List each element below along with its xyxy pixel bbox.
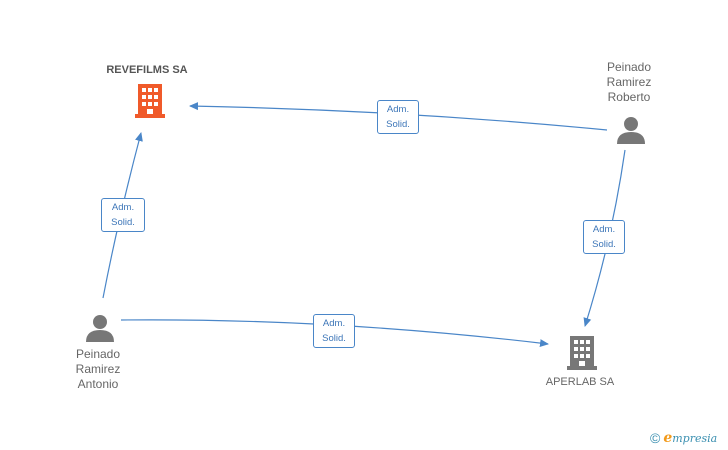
name-line: Ramirez	[75, 362, 121, 376]
name-line: Antonio	[77, 377, 119, 391]
brand-logo: empresia	[663, 430, 717, 446]
edge-label-line: Adm.	[386, 104, 410, 115]
edge-label-line: Adm.	[322, 318, 346, 329]
node-label-revefilms[interactable]: REVEFILMS SA	[106, 64, 188, 76]
edge-label-line: Solid.	[386, 119, 410, 130]
edge-label-line: Solid.	[111, 217, 135, 228]
edge-label-roberto-revefilms[interactable]: Adm. Solid.	[377, 100, 419, 134]
building-icon[interactable]	[567, 336, 597, 370]
edge-label-line: Solid.	[592, 239, 616, 250]
node-label-aperlab[interactable]: APERLAB SA	[545, 376, 615, 388]
node-label-antonio[interactable]: Peinado Ramirez Antonio	[66, 347, 130, 392]
brand-name: mpresia	[672, 432, 718, 445]
brand-initial: e	[663, 430, 673, 446]
edge-label-line: Solid.	[322, 333, 346, 344]
node-label-roberto[interactable]: Peinado Ramirez Roberto	[596, 60, 662, 105]
edge-label-line: Adm.	[592, 224, 616, 235]
person-icon[interactable]	[86, 315, 114, 342]
edge-label-line: Adm.	[111, 202, 135, 213]
edge-label-roberto-aperlab[interactable]: Adm. Solid.	[583, 220, 625, 254]
copyright-icon: ©	[650, 430, 661, 446]
name-line: Ramirez	[606, 75, 652, 89]
name-line: Peinado	[606, 60, 652, 74]
person-icon[interactable]	[617, 117, 645, 144]
name-line: Peinado	[75, 347, 121, 361]
brand-footer[interactable]: © empresia	[650, 429, 717, 447]
edge-label-antonio-aperlab[interactable]: Adm. Solid.	[313, 314, 355, 348]
building-icon[interactable]	[135, 84, 165, 118]
edge-label-antonio-revefilms[interactable]: Adm. Solid.	[101, 198, 145, 232]
name-line: Roberto	[607, 90, 651, 104]
